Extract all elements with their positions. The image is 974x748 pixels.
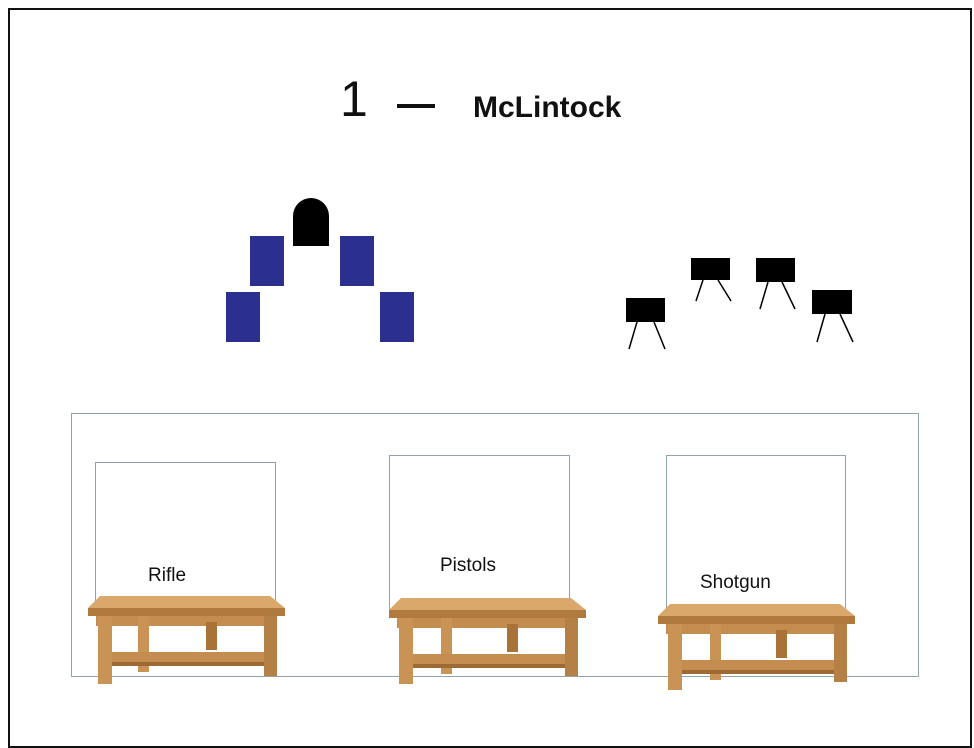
table-shotgun xyxy=(658,600,858,693)
steel-plate-on-stand-3 xyxy=(756,258,795,309)
steel-plate-on-stand-1 xyxy=(626,298,665,349)
table-rifle xyxy=(88,592,288,687)
steel-plate-on-stand-2 xyxy=(691,258,731,301)
bay-label-rifle: Rifle xyxy=(148,565,186,587)
bay-pistols xyxy=(389,455,570,610)
steel-plate-on-stand-4 xyxy=(812,290,853,342)
bay-label-pistols: Pistols xyxy=(440,555,496,577)
bay-label-shotgun: Shotgun xyxy=(700,572,771,594)
table-pistols xyxy=(389,594,589,687)
